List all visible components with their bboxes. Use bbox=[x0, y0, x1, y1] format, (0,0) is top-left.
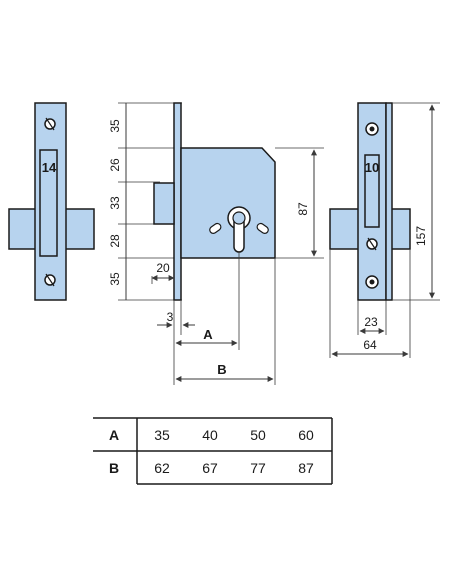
table-cell: 60 bbox=[298, 427, 314, 443]
strike-outer-width-label: 64 bbox=[363, 338, 377, 352]
body-height-label: 87 bbox=[296, 202, 310, 216]
table-cell: 67 bbox=[202, 460, 218, 476]
faceplate-left-label: 14 bbox=[42, 160, 57, 175]
table-row-label-b: B bbox=[109, 460, 119, 476]
cylinder-keyhole-icon bbox=[227, 206, 251, 253]
table-cell: 35 bbox=[154, 427, 170, 443]
screw-slot-icon bbox=[209, 222, 222, 234]
front-plate-left: 14 bbox=[8, 102, 95, 301]
bolt-width-label: 20 bbox=[156, 261, 170, 275]
lock-body: 35 26 33 28 35 20 87 bbox=[108, 102, 324, 385]
screw-icon bbox=[44, 273, 56, 287]
table-row-label-a: A bbox=[109, 427, 119, 443]
height-label-4: 28 bbox=[108, 234, 122, 248]
strike-plate-right: 10 157 23 64 bbox=[329, 102, 440, 358]
height-label-5: 35 bbox=[108, 272, 122, 286]
screw-icon bbox=[44, 117, 56, 131]
strike-inner-width-label: 23 bbox=[364, 315, 378, 329]
plate-offset-label: 3 bbox=[167, 310, 174, 324]
height-label-1: 35 bbox=[108, 119, 122, 133]
lock-case bbox=[180, 147, 276, 259]
faceplate-right-label: 10 bbox=[365, 160, 379, 175]
table-cell: 87 bbox=[298, 460, 314, 476]
screw-icon bbox=[366, 237, 378, 251]
bolt-center bbox=[153, 182, 175, 225]
height-label-3: 33 bbox=[108, 196, 122, 210]
strike-height-label: 157 bbox=[414, 226, 428, 246]
faceplate-center bbox=[173, 102, 182, 301]
table-cell: 40 bbox=[202, 427, 218, 443]
height-label-2: 26 bbox=[108, 158, 122, 172]
screw-icon bbox=[365, 275, 379, 289]
table-cell: 50 bbox=[250, 427, 266, 443]
table-cell: 77 bbox=[250, 460, 266, 476]
backset-label: A bbox=[203, 327, 213, 342]
bolt-slot-left bbox=[39, 149, 58, 257]
screw-slot-icon bbox=[256, 222, 269, 234]
faceplate-right-rim bbox=[385, 102, 393, 301]
latch-slot-right bbox=[364, 154, 380, 228]
screw-icon bbox=[365, 122, 379, 136]
table-cell: 62 bbox=[154, 460, 170, 476]
dimension-table: A 35 40 50 60 B 62 67 77 87 bbox=[93, 417, 333, 485]
overall-label: B bbox=[217, 362, 226, 377]
